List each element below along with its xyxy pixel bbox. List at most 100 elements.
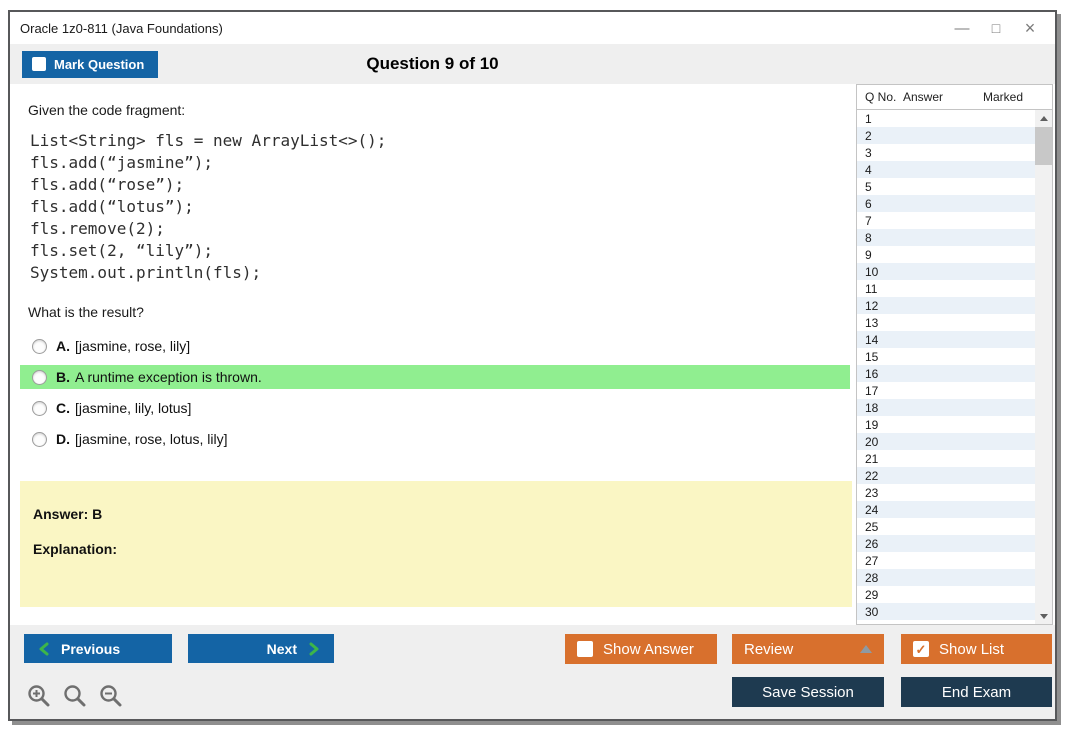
scrollbar[interactable] (1035, 110, 1052, 624)
option-c[interactable]: C. [jasmine, lily, lotus] (20, 396, 850, 420)
answer-panel: Answer: B Explanation: (20, 481, 852, 607)
question-row[interactable]: 16 (857, 365, 1035, 382)
show-answer-checkbox[interactable] (577, 641, 593, 657)
question-row-number: 2 (865, 128, 872, 143)
zoom-in-icon[interactable] (26, 683, 52, 709)
question-row-number: 27 (865, 553, 879, 568)
code-block: List<String> fls = new ArrayList<>();fls… (30, 130, 850, 284)
question-row[interactable]: 1 (857, 110, 1035, 127)
question-row[interactable]: 4 (857, 161, 1035, 178)
chevron-left-icon (39, 642, 49, 655)
question-row[interactable]: 6 (857, 195, 1035, 212)
review-button[interactable]: Review (732, 634, 884, 664)
question-row[interactable]: 2 (857, 127, 1035, 144)
show-list-checkbox[interactable]: ✓ (913, 641, 929, 657)
review-label: Review (744, 640, 794, 658)
question-row[interactable]: 23 (857, 484, 1035, 501)
radio-icon[interactable] (32, 431, 47, 447)
next-label: Next (266, 640, 297, 657)
question-row[interactable]: 8 (857, 229, 1035, 246)
question-row[interactable]: 21 (857, 450, 1035, 467)
question-row[interactable]: 12 (857, 297, 1035, 314)
chevron-down-icon (1039, 613, 1048, 619)
end-exam-label: End Exam (941, 683, 1012, 701)
window-controls: — □ × (945, 15, 1047, 41)
radio-icon[interactable] (32, 369, 47, 385)
option-text: [jasmine, rose, lotus, lily] (75, 431, 228, 447)
question-row[interactable]: 11 (857, 280, 1035, 297)
question-row[interactable]: 28 (857, 569, 1035, 586)
question-row-number: 28 (865, 570, 879, 585)
question-counter: Question 9 of 10 (366, 54, 499, 73)
question-row[interactable]: 14 (857, 331, 1035, 348)
question-row-number: 4 (865, 162, 872, 177)
scroll-thumb[interactable] (1035, 127, 1052, 165)
question-row-number: 21 (865, 451, 879, 466)
question-row[interactable]: 18 (857, 399, 1035, 416)
question-row[interactable]: 9 (857, 246, 1035, 263)
question-row[interactable]: 7 (857, 212, 1035, 229)
footer-bar: Previous Next Show Answer Review ✓ Show … (10, 625, 1055, 719)
code-line: fls.set(2, “lily”); (30, 241, 214, 260)
question-row-number: 7 (865, 213, 872, 228)
previous-label: Previous (61, 640, 121, 657)
previous-button[interactable]: Previous (24, 634, 172, 663)
question-row-number: 17 (865, 383, 879, 398)
question-row[interactable]: 19 (857, 416, 1035, 433)
question-row-number: 23 (865, 485, 879, 500)
question-row-number: 9 (865, 247, 872, 262)
end-exam-button[interactable]: End Exam (901, 677, 1052, 707)
question-row[interactable]: 29 (857, 586, 1035, 603)
question-row[interactable]: 3 (857, 144, 1035, 161)
question-row[interactable]: 27 (857, 552, 1035, 569)
maximize-icon[interactable]: □ (991, 20, 1001, 36)
mark-question-label: Mark Question (54, 56, 145, 72)
zoom-reset-icon[interactable] (62, 683, 88, 709)
question-row-number: 25 (865, 519, 879, 534)
scroll-up-button[interactable] (1035, 110, 1052, 126)
option-text: [jasmine, rose, lily] (75, 338, 191, 354)
question-row-number: 24 (865, 502, 879, 517)
question-row-number: 18 (865, 400, 879, 415)
option-d[interactable]: D. [jasmine, rose, lotus, lily] (20, 427, 850, 451)
code-line: fls.add(“jasmine”); (30, 153, 214, 172)
question-row[interactable]: 30 (857, 603, 1035, 620)
question-row-number: 14 (865, 332, 879, 347)
question-row[interactable]: 17 (857, 382, 1035, 399)
question-row[interactable]: 13 (857, 314, 1035, 331)
question-row[interactable]: 24 (857, 501, 1035, 518)
explanation-label: Explanation: (33, 541, 118, 557)
question-row[interactable]: 10 (857, 263, 1035, 280)
question-row[interactable]: 20 (857, 433, 1035, 450)
show-list-button[interactable]: ✓ Show List (901, 634, 1052, 664)
next-button[interactable]: Next (188, 634, 334, 663)
zoom-out-icon[interactable] (98, 683, 124, 709)
radio-icon[interactable] (32, 338, 47, 354)
question-row-number: 5 (865, 179, 872, 194)
question-row[interactable]: 15 (857, 348, 1035, 365)
question-row-number: 8 (865, 230, 872, 245)
show-answer-button[interactable]: Show Answer (565, 634, 717, 664)
mark-question-checkbox[interactable] (32, 57, 46, 71)
option-a[interactable]: A. [jasmine, rose, lily] (20, 334, 850, 358)
question-row[interactable]: 22 (857, 467, 1035, 484)
radio-icon[interactable] (32, 400, 47, 416)
app-window: Oracle 1z0-811 (Java Foundations) — □ × … (8, 10, 1057, 721)
column-header-answer: Answer (903, 90, 944, 104)
save-session-button[interactable]: Save Session (732, 677, 884, 707)
question-row-number: 11 (865, 281, 878, 296)
mark-question-button[interactable]: Mark Question (22, 50, 159, 78)
close-icon[interactable]: × (1024, 17, 1036, 38)
header-bar: Mark Question Question 9 of 10 (10, 44, 1055, 84)
minimize-icon[interactable]: — (954, 19, 970, 37)
question-row[interactable]: 26 (857, 535, 1035, 552)
question-row[interactable]: 25 (857, 518, 1035, 535)
show-list-label: Show List (939, 640, 1005, 658)
option-b[interactable]: B. A runtime exception is thrown. (20, 365, 850, 389)
option-letter: A. (56, 338, 70, 354)
question-row[interactable]: 5 (857, 178, 1035, 195)
scroll-down-button[interactable] (1035, 608, 1052, 624)
question-text: What is the result? (28, 304, 144, 320)
question-row-number: 22 (865, 468, 879, 483)
